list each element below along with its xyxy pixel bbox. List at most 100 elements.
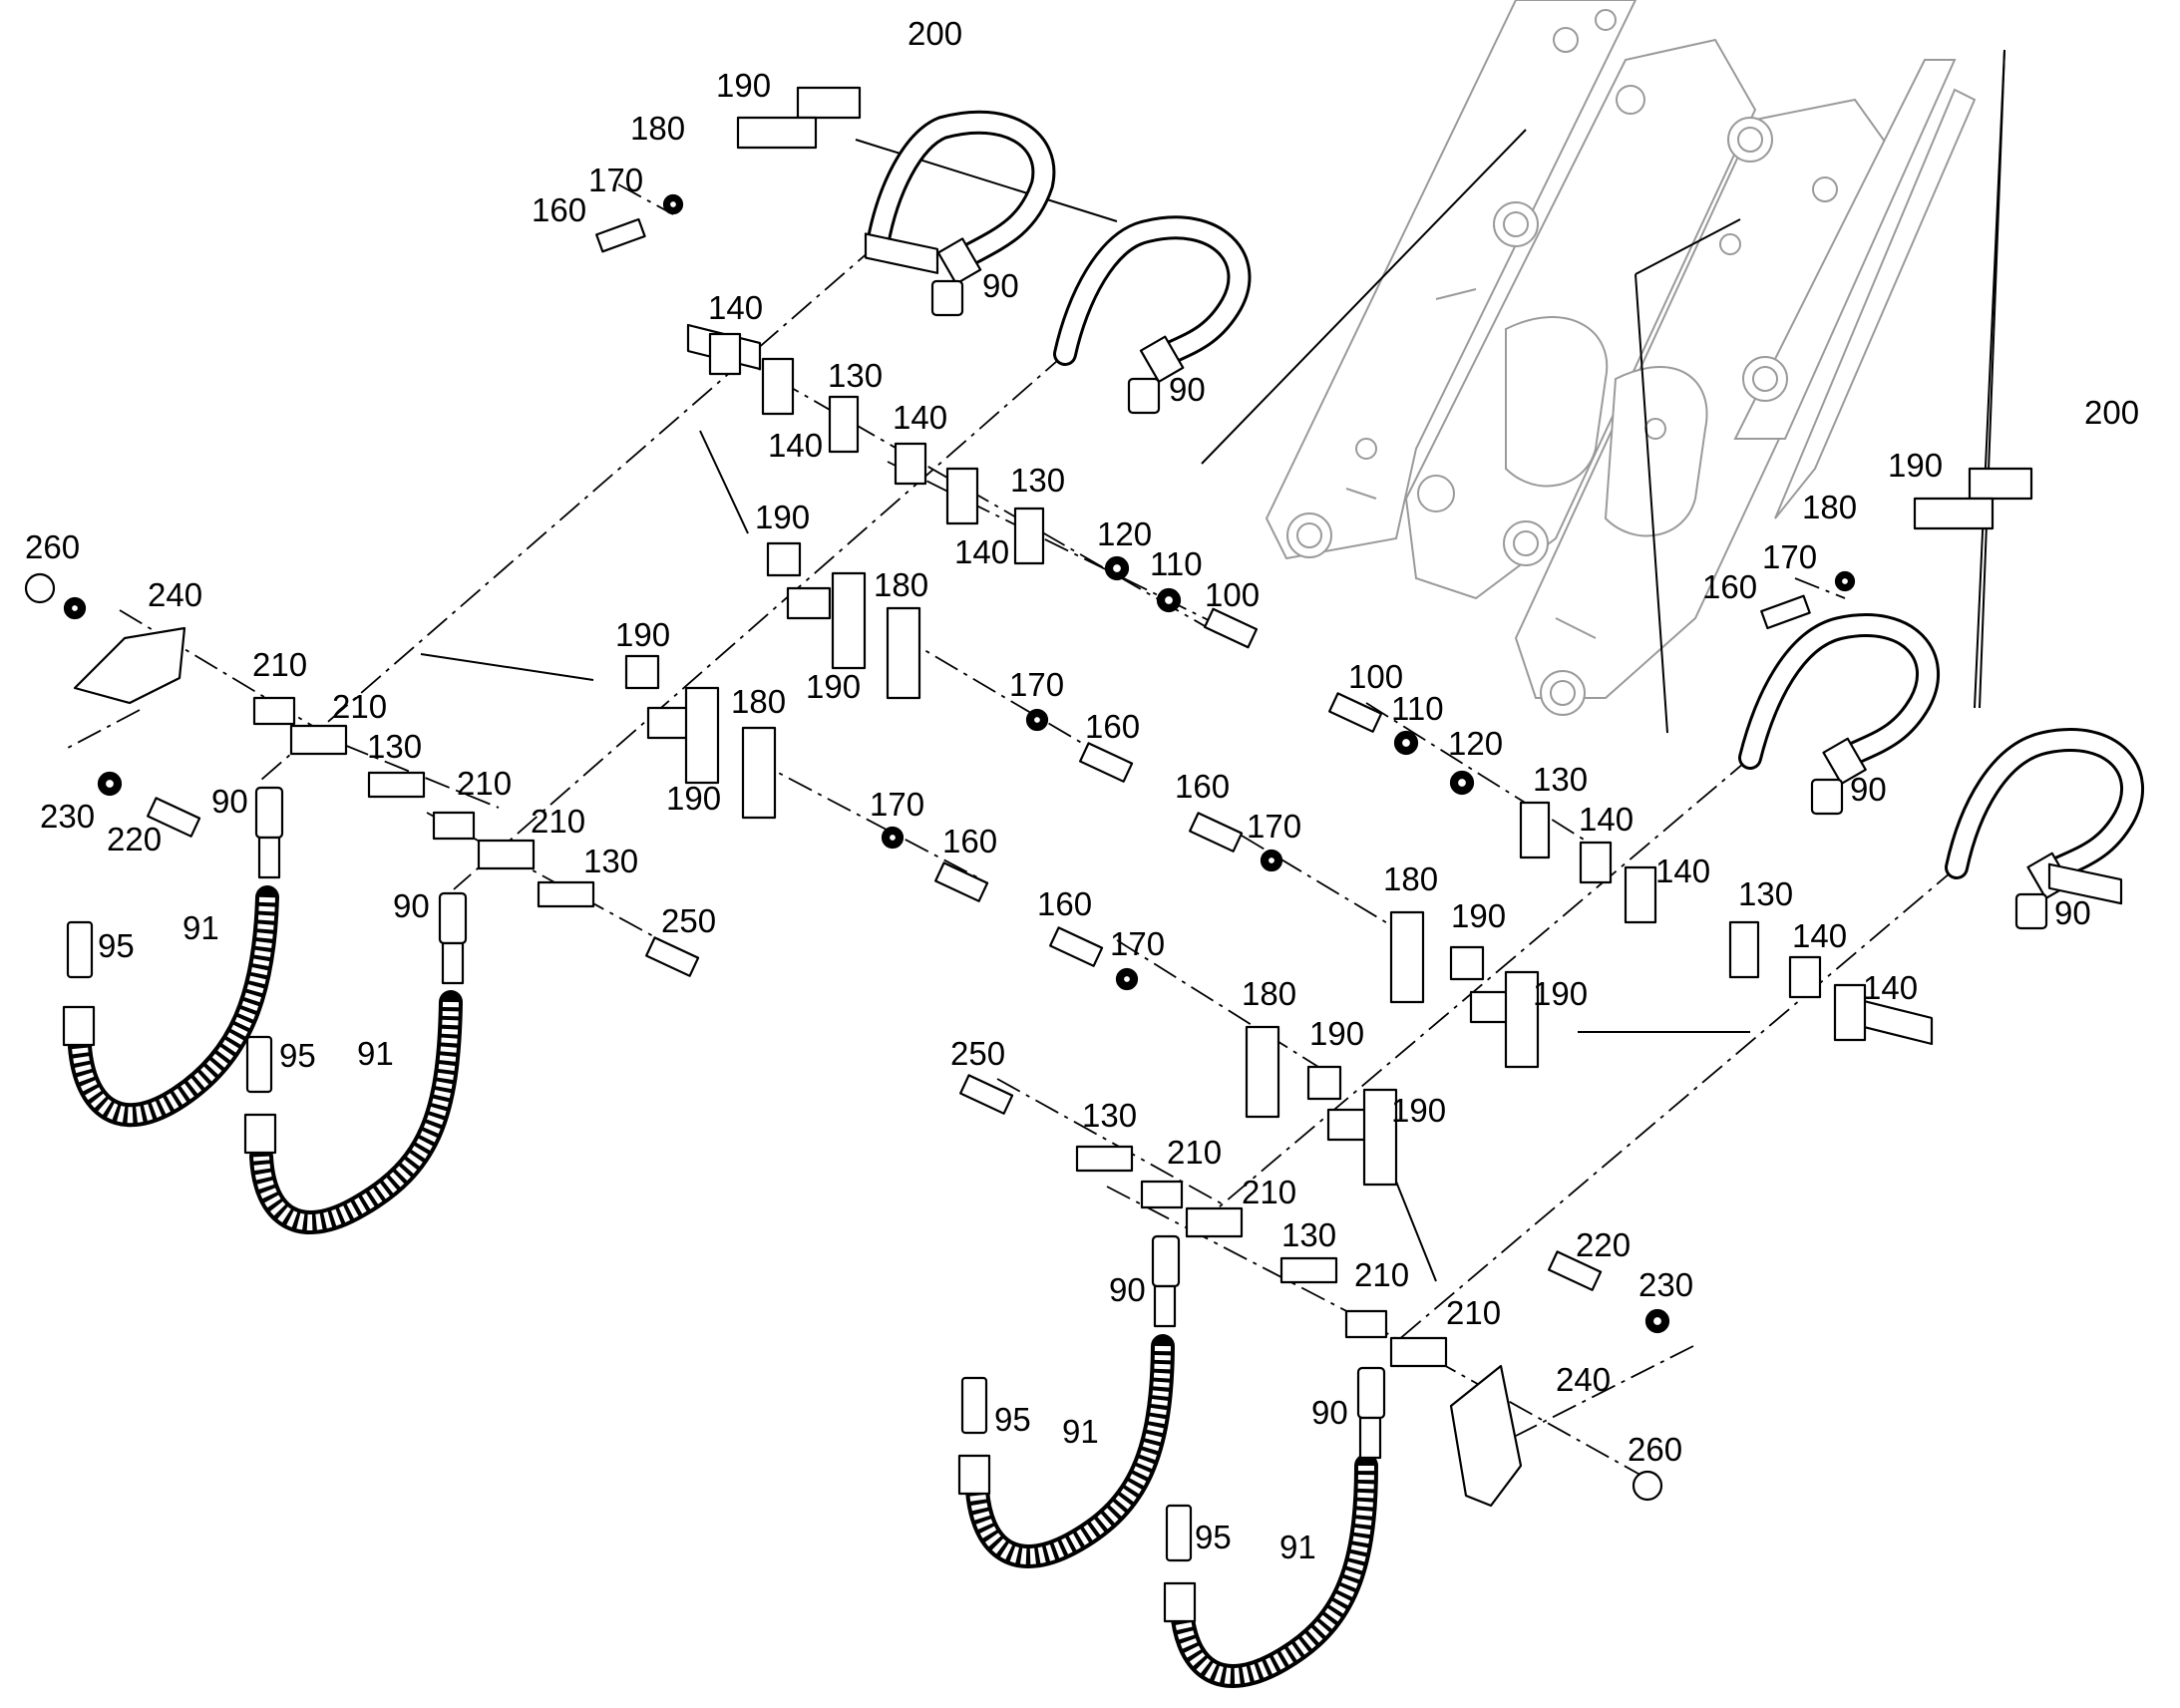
callout-190: 190: [1533, 975, 1588, 1012]
callout-91: 91: [182, 909, 219, 946]
callout-140: 140: [1792, 917, 1847, 954]
block-190-c: [786, 586, 832, 620]
callout-170: 170: [1009, 666, 1064, 703]
callout-180: 180: [874, 566, 928, 603]
clamp-140-a: [708, 332, 742, 376]
callout-240: 240: [1556, 1361, 1611, 1398]
callout-95: 95: [1195, 1519, 1232, 1555]
callout-130: 130: [583, 843, 638, 879]
callout-160: 160: [1702, 568, 1757, 605]
bar-130-d: [537, 880, 595, 908]
callout-190: 190: [1888, 447, 1943, 484]
callout-210: 210: [457, 765, 512, 802]
nut-260-a: [24, 572, 56, 604]
callout-250: 250: [950, 1035, 1005, 1072]
bolt-160-c: [934, 861, 989, 902]
callout-190: 190: [1451, 897, 1506, 934]
clamp-210-e: [1140, 1180, 1184, 1209]
callout-180: 180: [1383, 860, 1438, 897]
clamp-140-g: [1788, 955, 1822, 999]
callout-90: 90: [393, 887, 430, 924]
callout-260: 260: [25, 528, 80, 565]
clamp-210-c: [432, 811, 476, 841]
callout-230: 230: [40, 798, 95, 835]
clamp-210-f: [1185, 1206, 1244, 1238]
bolt-250-b: [959, 1074, 1014, 1115]
callout-210: 210: [1167, 1134, 1222, 1171]
block-190-g: [684, 686, 720, 785]
callout-130: 130: [1738, 875, 1793, 912]
callout-200: 200: [2084, 394, 2139, 431]
bar-130-b: [1013, 507, 1045, 565]
bar-130-h: [1279, 1256, 1338, 1284]
bar-130-g: [1075, 1145, 1134, 1173]
block-190-h: [1968, 467, 2033, 501]
callout-140: 140: [768, 427, 823, 464]
callout-110: 110: [1391, 690, 1444, 727]
callout-130: 130: [1010, 462, 1065, 499]
callout-260: 260: [1628, 1431, 1682, 1468]
plate-200-top: [864, 232, 939, 274]
callout-240: 240: [148, 576, 202, 613]
callout-120: 120: [1097, 515, 1152, 552]
hose-90-upper-left: [866, 110, 1056, 317]
callout-90: 90: [2054, 894, 2091, 931]
callout-180: 180: [1802, 489, 1857, 525]
callout-180: 180: [1242, 975, 1296, 1012]
callout-130: 130: [1281, 1216, 1336, 1253]
callout-160: 160: [532, 191, 586, 228]
block-190-b: [766, 541, 802, 577]
bracket-240-a: [73, 626, 186, 705]
callout-90: 90: [1169, 371, 1206, 408]
bolt-220-b: [1548, 1250, 1603, 1291]
hose-90-right-upper: [1738, 613, 1941, 816]
callout-170: 170: [1110, 925, 1165, 962]
callout-220: 220: [107, 821, 162, 857]
callout-210: 210: [1242, 1174, 1296, 1210]
callout-160: 160: [942, 823, 997, 859]
bar-130-c: [367, 771, 426, 799]
callout-140: 140: [1655, 853, 1710, 889]
callout-230: 230: [1638, 1266, 1693, 1303]
callout-130: 130: [1082, 1097, 1137, 1134]
callout-labels: 200 190 180 170 160 90 90 140 130 140 14…: [25, 15, 2139, 1565]
clamp-210-b: [289, 724, 348, 756]
callout-140: 140: [1863, 969, 1918, 1006]
callout-100: 100: [1348, 658, 1403, 695]
callout-180: 180: [731, 683, 786, 720]
callout-190: 190: [1391, 1092, 1446, 1129]
plate-180-b: [886, 606, 921, 700]
callout-140: 140: [708, 289, 763, 326]
callout-90: 90: [982, 267, 1019, 304]
callout-90: 90: [1109, 1271, 1146, 1308]
clamp-140-h: [1833, 983, 1867, 1042]
hardware-parts: [24, 86, 2123, 1508]
plate-180-e: [1389, 910, 1425, 1004]
clamp-140-c: [894, 442, 927, 486]
callout-90: 90: [211, 783, 248, 820]
callout-140: 140: [954, 533, 1009, 570]
callout-130: 130: [367, 728, 422, 765]
bar-130-e: [1519, 801, 1551, 859]
bolt-220-a: [147, 797, 201, 838]
callout-95: 95: [98, 927, 135, 964]
callout-200: 200: [908, 15, 962, 52]
bolt-160-f: [1049, 926, 1104, 967]
clamp-210-h: [1389, 1336, 1448, 1368]
callout-210: 210: [531, 803, 585, 840]
bolt-100-a: [1203, 607, 1259, 649]
callout-210: 210: [252, 646, 307, 683]
plate-180-c: [741, 726, 777, 820]
callout-170: 170: [1762, 538, 1817, 575]
callout-140: 140: [1579, 801, 1634, 838]
callout-130: 130: [828, 357, 883, 394]
block-190-e: [624, 654, 660, 690]
bracket-240-b: [1449, 1364, 1523, 1508]
block-190-f: [646, 706, 692, 740]
callout-95: 95: [279, 1037, 316, 1074]
block-190-d: [831, 571, 867, 670]
bolt-160-b: [1079, 742, 1134, 783]
callout-130: 130: [1533, 761, 1588, 798]
hose-90-upper-right: [1053, 215, 1252, 415]
hose-91-right-b: [1163, 1366, 1386, 1688]
